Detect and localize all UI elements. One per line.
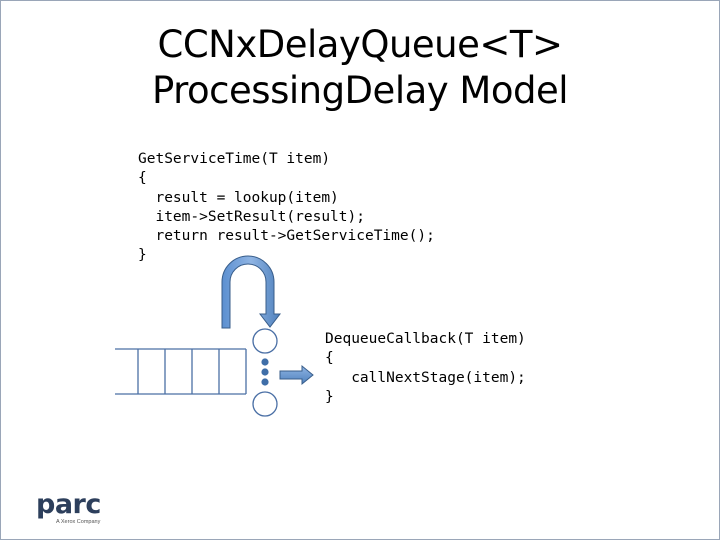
server-circle-bottom xyxy=(252,391,278,417)
title-line-2: ProcessingDelay Model xyxy=(151,69,569,112)
service-time-code-line-1: GetServiceTime(T item) xyxy=(138,151,331,167)
service-loop-arrow xyxy=(221,255,282,329)
dequeue-code-line-4: } xyxy=(325,388,334,405)
service-time-code-line-6: } xyxy=(138,247,147,264)
server-dot-3 xyxy=(261,378,269,386)
server-group xyxy=(252,328,278,417)
dequeue-callback-code: DequeueCallback(T item) { callNextStage(… xyxy=(325,330,526,407)
service-time-code-line-3: result = lookup(item) xyxy=(138,189,339,206)
title-line-1: CCNxDelayQueue<T> xyxy=(157,23,563,66)
get-service-time-code: GetServiceTime(T item) { result = lookup… xyxy=(138,150,435,266)
queue-buffer xyxy=(115,348,247,395)
server-dot-1 xyxy=(261,358,269,366)
service-time-code-line-4: item->SetResult(result); xyxy=(138,208,365,225)
dequeue-code-line-2: { xyxy=(325,350,334,367)
logo-wordmark: parc xyxy=(36,489,101,520)
service-time-code-line-5: return result->GetServiceTime(); xyxy=(138,228,435,245)
slide-title: CCNxDelayQueue<T> ProcessingDelay Model xyxy=(0,22,720,114)
server-dot-2 xyxy=(261,368,269,376)
dequeue-code-line-1: DequeueCallback(T item) xyxy=(325,331,526,347)
logo-tagline: A Xerox Company xyxy=(56,519,101,525)
dequeue-code-line-3: callNextStage(item); xyxy=(325,369,526,386)
dequeue-arrow xyxy=(279,364,314,386)
service-time-code-line-2: { xyxy=(138,170,147,187)
parc-logo: parc A Xerox Company xyxy=(36,489,101,525)
server-circle-top xyxy=(252,328,278,354)
